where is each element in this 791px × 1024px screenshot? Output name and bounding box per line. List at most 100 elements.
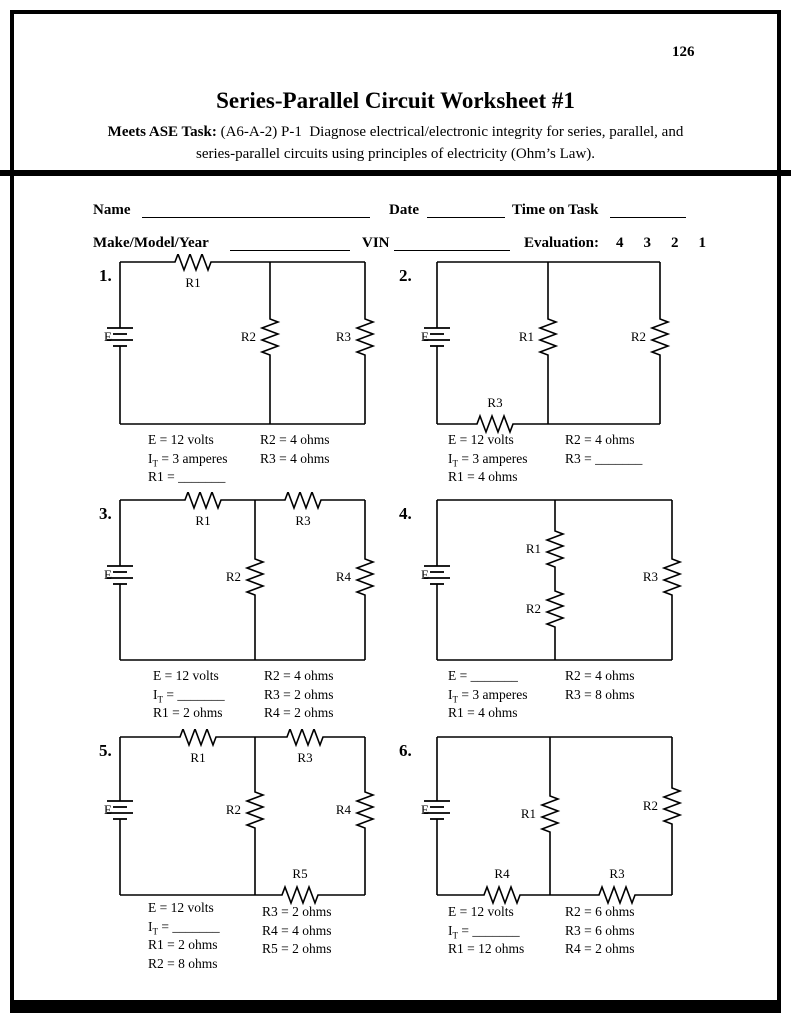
label-r1: R1 (185, 275, 200, 290)
vin-blank (394, 234, 510, 251)
circuit-wires (119, 261, 366, 425)
circuit-diagram-3: R1 R3 E R2 R4 (104, 492, 374, 661)
circuit-diagram-6: E R1 R2 R4 R3 (421, 736, 681, 904)
make-model-year-label: Make/Model/Year (93, 235, 209, 251)
given-value-line: R3 = 4 ohms (260, 450, 330, 466)
label-r1: R1 (521, 806, 536, 821)
given-value-line: R3 = 6 ohms (565, 922, 635, 938)
given-value-line: R3 = _______ (565, 450, 643, 466)
resistor-symbol-r4 (478, 886, 526, 904)
label-r5: R5 (292, 866, 307, 881)
bottom-rule (10, 1000, 781, 1013)
given-value-line: IT = _______ (153, 686, 225, 705)
resistor-symbol-r2 (246, 553, 264, 601)
circuit-wires (436, 736, 673, 896)
given-value-line: R1 = _______ (148, 469, 226, 485)
label-r4: R4 (336, 802, 352, 817)
circuit-diagram-1: R1 E R2 R3 (104, 254, 374, 425)
ase-task-label: Meets ASE Task: (107, 124, 217, 140)
circuit-wires (436, 261, 661, 425)
page-number: 126 (672, 44, 695, 60)
problem-6-values-right: R2 = 6 ohms R3 = 6 ohms R4 = 2 ohms (565, 903, 635, 959)
label-r2: R2 (226, 569, 241, 584)
given-value-line: R2 = 8 ohms (148, 956, 218, 972)
given-value-line: R2 = 6 ohms (565, 904, 635, 919)
circuit-wires (119, 736, 366, 896)
label-r3: R3 (295, 513, 310, 528)
date-blank (427, 201, 505, 218)
ase-task-text: (A6-A-2) P-1 Diagnose electrical/electro… (216, 124, 684, 140)
given-value-line: E = 12 volts (448, 904, 514, 919)
given-value-line: R2 = 4 ohms (565, 668, 635, 683)
label-r1: R1 (519, 329, 534, 344)
circuit-diagram-2: E R1 R2 R3 (421, 261, 669, 433)
problem-6-number: 6. (399, 741, 412, 760)
resistor-symbol-r1 (539, 313, 557, 361)
label-e: E (421, 329, 429, 344)
time-on-task-label: Time on Task (512, 202, 599, 218)
resistor-symbol-r2 (546, 585, 564, 633)
date-label: Date (389, 202, 419, 218)
problem-1-values-right: R2 = 4 ohms R3 = 4 ohms (260, 431, 330, 468)
label-r3: R3 (487, 395, 502, 410)
problem-6-values-left: E = 12 volts IT = _______R1 = 12 ohms (448, 903, 524, 959)
header-divider (0, 170, 791, 176)
problem-5-values-left: E = 12 volts IT = _______R1 = 2 ohms R2 = … (148, 899, 220, 974)
given-value-line: R1 = 2 ohms (153, 705, 223, 721)
label-r2: R2 (631, 329, 646, 344)
circuit-wires (119, 499, 366, 661)
given-value-line: E = 12 volts (153, 668, 219, 683)
given-value-line: R2 = 4 ohms (565, 432, 635, 447)
problem-2-number: 2. (399, 266, 412, 285)
resistor-symbol-r1 (169, 254, 217, 271)
resistor-symbol-r2 (246, 786, 264, 834)
label-r1: R1 (190, 750, 205, 765)
problem-2-values-right: R2 = 4 ohms R3 = _______ (565, 431, 642, 468)
resistor-symbol-r1 (541, 790, 559, 838)
given-value-line: R4 = 2 ohms (264, 705, 334, 721)
label-e: E (421, 567, 429, 582)
given-value-line: R4 = 2 ohms (565, 941, 635, 957)
given-value-line: R1 = 2 ohms (148, 937, 218, 953)
vin-label: VIN (362, 235, 390, 251)
given-value-line: R3 = 2 ohms (262, 904, 332, 919)
resistor-symbol-r3 (281, 729, 329, 746)
resistor-symbol-r3 (471, 415, 519, 433)
given-value-line: IT = 3 amperes (448, 450, 528, 469)
resistor-symbol-r5 (276, 886, 324, 904)
label-r3: R3 (609, 866, 624, 881)
label-r4: R4 (336, 569, 352, 584)
given-value-line: IT = 3 amperes (448, 686, 528, 705)
given-value-line: R5 = 2 ohms (262, 941, 332, 957)
given-value-line: IT = _______ (448, 922, 520, 941)
resistor-symbol-r3 (663, 553, 681, 601)
given-value-line: R2 = 4 ohms (264, 668, 334, 683)
name-blank (142, 201, 370, 218)
given-value-line: R3 = 2 ohms (264, 686, 334, 702)
problem-3-values-right: R2 = 4 ohms R3 = 2 ohms R4 = 2 ohms (264, 667, 334, 723)
problem-3-values-left: E = 12 volts IT = _______R1 = 2 ohms (153, 667, 225, 723)
label-r2: R2 (241, 329, 256, 344)
label-e: E (104, 802, 112, 817)
label-r1: R1 (195, 513, 210, 528)
label-r3: R3 (336, 329, 351, 344)
resistor-symbol-r3 (356, 313, 374, 361)
given-value-line: R2 = 4 ohms (260, 432, 330, 447)
resistor-symbol-r1 (179, 492, 227, 509)
resistor-symbol-r4 (356, 786, 374, 834)
label-r2: R2 (226, 802, 241, 817)
given-value-line: R1 = 4 ohms (448, 469, 518, 485)
resistor-symbol-r3 (279, 492, 327, 509)
label-e: E (421, 802, 429, 817)
given-value-line: IT = _______ (148, 918, 220, 937)
given-value-line: R1 = 12 ohms (448, 941, 525, 957)
label-r1: R1 (526, 541, 541, 556)
given-value-line: E = 12 volts (148, 900, 214, 915)
circuit-wires (436, 499, 673, 661)
evaluation-label: Evaluation: (524, 235, 600, 251)
